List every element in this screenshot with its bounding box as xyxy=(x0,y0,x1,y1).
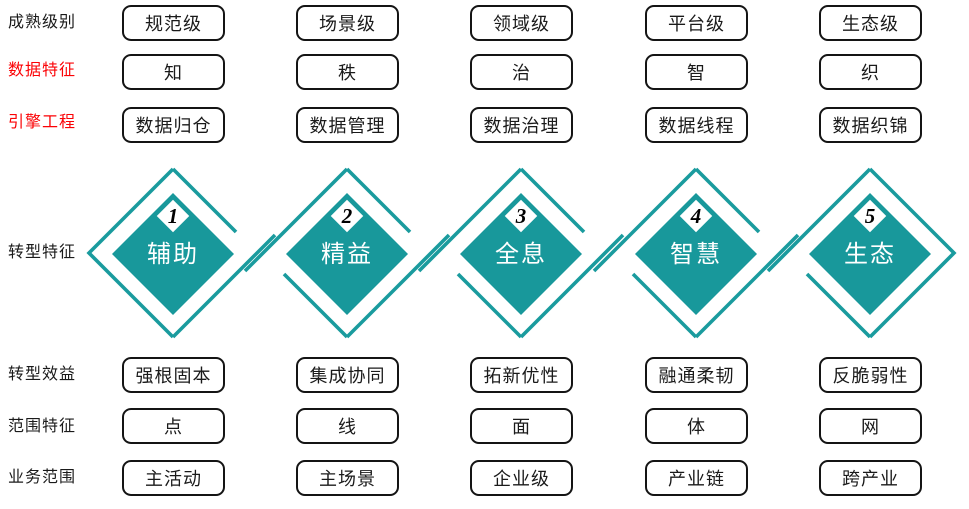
diamond-outline xyxy=(694,167,761,234)
level-number: 1 xyxy=(168,204,179,228)
box-data-trait-1: 知 xyxy=(122,54,225,90)
diamond-outline xyxy=(86,167,175,339)
box-data-trait-3: 治 xyxy=(470,54,573,90)
box-benefit-2: 集成协同 xyxy=(296,357,399,393)
box-engine-5: 数据织锦 xyxy=(819,107,922,143)
box-engine-1: 数据归仓 xyxy=(122,107,225,143)
box-scope-2: 线 xyxy=(296,408,399,444)
row-label-maturity-level: 成熟级别 xyxy=(8,14,77,31)
box-engine-2: 数据管理 xyxy=(296,107,399,143)
box-business-4: 产业链 xyxy=(645,460,748,496)
diamond-inner xyxy=(112,193,234,315)
box-business-3: 企业级 xyxy=(470,460,573,496)
diamond-outline xyxy=(171,167,238,234)
level-number: 4 xyxy=(690,204,702,228)
box-benefit-1: 强根固本 xyxy=(122,357,225,393)
box-maturity-3: 领域级 xyxy=(470,5,573,41)
diamond-level-2: 2 精益 xyxy=(243,167,451,339)
diamond-outline xyxy=(805,272,872,339)
diamond-outline xyxy=(519,233,625,339)
diamond-outline xyxy=(345,233,451,339)
box-scope-3: 面 xyxy=(470,408,573,444)
diamond-label: 生态 xyxy=(844,241,896,268)
diamond-outline xyxy=(282,272,349,339)
box-benefit-4: 融通柔韧 xyxy=(645,357,748,393)
box-benefit-5: 反脆弱性 xyxy=(819,357,922,393)
diamond-level-4: 4 智慧 xyxy=(592,167,800,339)
diamond-label: 全息 xyxy=(495,241,547,268)
box-business-5: 跨产业 xyxy=(819,460,922,496)
diamond-inner xyxy=(809,193,931,315)
diamond-outline xyxy=(243,167,349,273)
row-label-transform-trait: 转型特征 xyxy=(8,244,77,261)
box-engine-4: 数据线程 xyxy=(645,107,748,143)
diamond-outline xyxy=(417,167,523,273)
row-label-engine-eng: 引擎工程 xyxy=(8,114,77,131)
row-label-scope-trait: 范围特征 xyxy=(8,418,77,435)
diamond-outline xyxy=(519,167,586,234)
row-label-transform-benefit: 转型效益 xyxy=(8,366,77,383)
diamond-outline xyxy=(592,167,698,273)
row-label-data-trait: 数据特征 xyxy=(8,62,77,79)
diamond-inner xyxy=(635,193,757,315)
diamond-inner xyxy=(460,193,582,315)
diamond-label: 精益 xyxy=(321,241,373,268)
diamond-inner xyxy=(286,193,408,315)
box-maturity-4: 平台级 xyxy=(645,5,748,41)
row-label-business-scope: 业务范围 xyxy=(8,469,77,486)
diamond-chain: 1 辅助 2 精益 3 全息 xyxy=(86,167,957,339)
box-maturity-1: 规范级 xyxy=(122,5,225,41)
diamond-level-5: 5 生态 xyxy=(766,167,957,339)
level-number-badge xyxy=(853,199,887,233)
box-data-trait-2: 秩 xyxy=(296,54,399,90)
diamond-outline xyxy=(868,167,957,339)
box-maturity-5: 生态级 xyxy=(819,5,922,41)
diamond-outline xyxy=(171,233,277,339)
level-number: 2 xyxy=(341,204,353,228)
box-data-trait-5: 织 xyxy=(819,54,922,90)
box-data-trait-4: 智 xyxy=(645,54,748,90)
box-business-2: 主场景 xyxy=(296,460,399,496)
box-scope-1: 点 xyxy=(122,408,225,444)
box-engine-3: 数据治理 xyxy=(470,107,573,143)
diamond-outline xyxy=(694,233,800,339)
level-number-badge xyxy=(330,199,364,233)
diamond-label: 智慧 xyxy=(670,241,722,268)
box-scope-4: 体 xyxy=(645,408,748,444)
diamond-level-1: 1 辅助 xyxy=(86,167,277,339)
box-benefit-3: 拓新优性 xyxy=(470,357,573,393)
box-maturity-2: 场景级 xyxy=(296,5,399,41)
diamond-outline xyxy=(766,167,872,273)
diamond-level-3: 3 全息 xyxy=(417,167,625,339)
box-business-1: 主活动 xyxy=(122,460,225,496)
diamond-outline xyxy=(345,167,412,234)
diamond-outline xyxy=(456,272,523,339)
diamond-outline xyxy=(631,272,698,339)
box-scope-5: 网 xyxy=(819,408,922,444)
diamond-label: 辅助 xyxy=(147,241,199,268)
level-number: 5 xyxy=(865,204,876,228)
level-number: 3 xyxy=(515,204,527,228)
level-number-badge xyxy=(679,199,713,233)
level-number-badge xyxy=(504,199,538,233)
